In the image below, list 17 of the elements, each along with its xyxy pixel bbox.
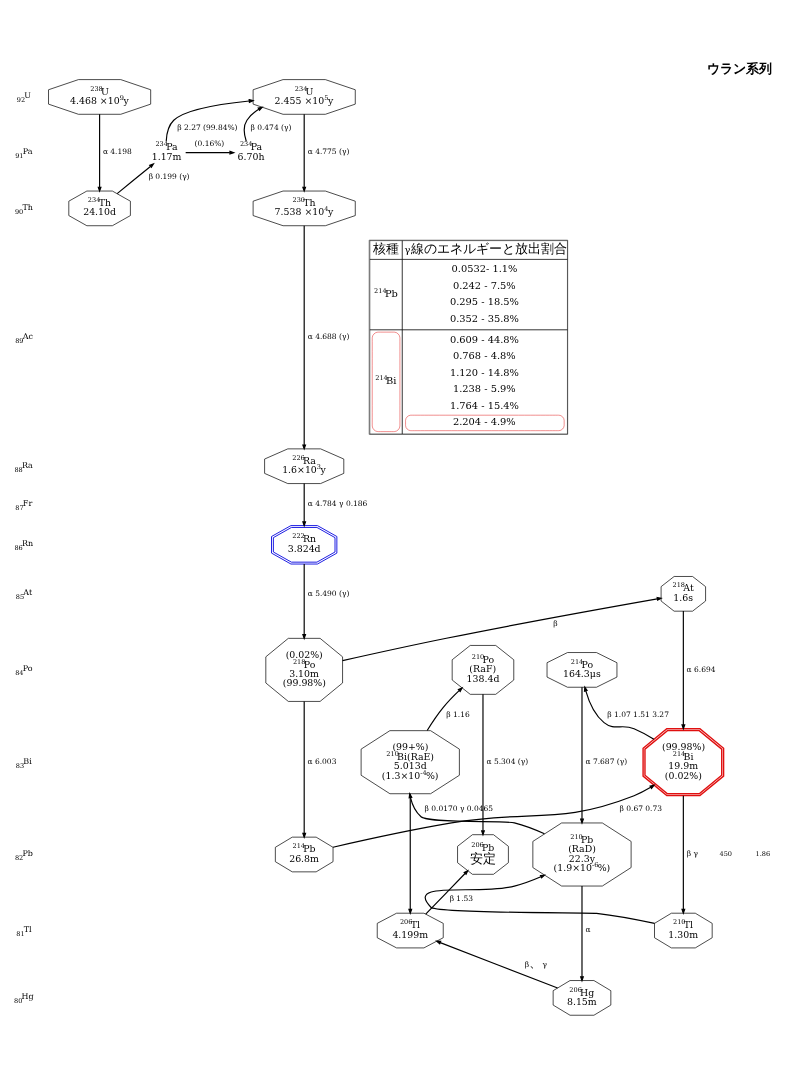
label: 1.120 - 14.8%: [449, 366, 519, 378]
label: $^{214}$Bi: [375, 373, 397, 386]
label: 0.609 - 44.8%: [449, 333, 519, 345]
label: 2.204 - 4.9%: [452, 416, 516, 428]
label: 0.0532- 1.1%: [451, 263, 518, 275]
label: 0.242 - 7.5%: [452, 279, 516, 291]
label: 核種: [373, 241, 400, 257]
label: 0.352 - 35.8%: [449, 312, 519, 324]
node-text: $^{234}$Pa 6.70h: [237, 140, 265, 162]
label: 1.238 - 5.9%: [452, 383, 516, 395]
label: 0.295 - 18.5%: [449, 296, 519, 308]
label: $^{214}$Pb: [374, 286, 398, 299]
diagram-title: ウラン系列: [707, 61, 773, 77]
label: 0.768 - 4.8%: [452, 350, 516, 362]
node-text: $^{234}$Pa 1.17m: [151, 140, 182, 162]
label: γ線のエネルギーと放出割合: [404, 240, 567, 256]
label: 1.764 - 15.4%: [449, 399, 519, 411]
